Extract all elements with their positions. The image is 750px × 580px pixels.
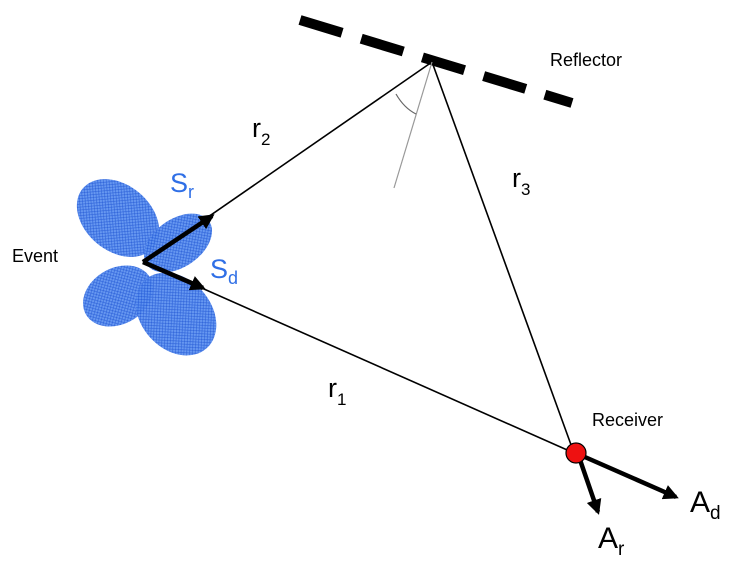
- lobe-lower-left: [83, 265, 153, 327]
- ar-label: Ar: [598, 522, 625, 560]
- receiver-label: Receiver: [592, 410, 663, 430]
- ad-label: Ad: [690, 486, 721, 524]
- vector-ar: [575, 453, 602, 515]
- vector-sd: [142, 259, 206, 291]
- r3-label: r3: [512, 163, 530, 199]
- lobe-upper-left: [76, 179, 160, 257]
- receiver-dot: [565, 442, 587, 464]
- reflector-line: [298, 15, 574, 108]
- vector-ad: [577, 451, 679, 500]
- reflector-normal: [393, 61, 433, 189]
- event-label: Event: [12, 246, 58, 266]
- radiation-pattern: [76, 179, 217, 356]
- lobe-lower-right: [135, 272, 217, 356]
- sr-label: Sr: [170, 168, 194, 202]
- sd-label: Sd: [210, 254, 238, 288]
- vector-sr: [141, 214, 215, 264]
- ray-r1: [142, 261, 575, 454]
- r1-label: r1: [328, 373, 346, 409]
- reflection-angle-arc: [395, 93, 417, 115]
- ray-r3: [431, 61, 575, 454]
- reflector-label: Reflector: [550, 50, 622, 70]
- r2-label: r2: [252, 113, 270, 149]
